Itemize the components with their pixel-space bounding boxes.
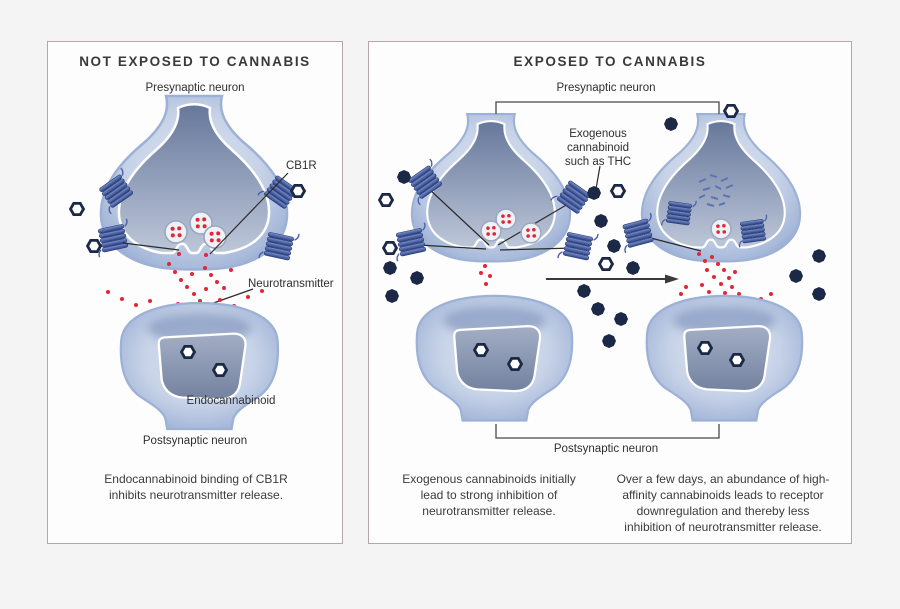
- caption-line: neurotransmitter release.: [422, 504, 556, 518]
- endocannabinoid-label: Endocannabinoid: [186, 395, 276, 407]
- caption-line: inhibition of neurotransmitter release.: [624, 520, 822, 534]
- time-arrow: [546, 274, 679, 284]
- panel-title-exposed: EXPOSED TO CANNABIS: [513, 54, 707, 69]
- postsynaptic-neuron-label: Postsynaptic neuron: [553, 443, 659, 455]
- panel-not-exposed: NOT EXPOSED TO CANNABIS Presynaptic neur…: [47, 41, 343, 544]
- receptor-fragments: [698, 174, 734, 207]
- caption-line: downregulation and thereby less: [636, 504, 810, 518]
- caption-line: lead to strong inhibition of: [420, 488, 558, 502]
- presynaptic-bracket: [495, 101, 720, 114]
- label-line: Exogenous: [569, 128, 627, 140]
- synapse-illustration-unexposed: [69, 94, 306, 545]
- synapse-downregulated: [616, 112, 802, 421]
- cb1r-label: CB1R: [286, 160, 317, 172]
- caption-line: Exogenous cannabinoids initially: [402, 472, 576, 486]
- postsynaptic-neuron-label: Postsynaptic neuron: [142, 435, 248, 447]
- exogenous-cannabinoid-label: Exogenous cannabinoid such as THC: [548, 127, 648, 169]
- caption-line: inhibits neurotransmitter release.: [108, 488, 284, 502]
- neurotransmitter-label: Neurotransmitter: [248, 278, 334, 290]
- caption-line: affinity cannabinoids leads to receptor: [622, 488, 824, 502]
- synapse-initial: [390, 112, 599, 421]
- synapse-illustration-exposed: [378, 101, 826, 439]
- thc-pointer-line: [595, 165, 601, 190]
- postsynaptic-bracket: [495, 424, 720, 439]
- caption-unexposed: Endocannabinoid binding of CB1R inhibits…: [76, 471, 316, 503]
- presynaptic-neuron-label: Presynaptic neuron: [145, 82, 245, 94]
- caption-line: Over a few days, an abundance of high-: [616, 472, 830, 486]
- label-line: such as THC: [564, 156, 632, 168]
- caption-initial-exposure: Exogenous cannabinoids initially lead to…: [378, 471, 600, 519]
- presynaptic-neuron-label: Presynaptic neuron: [556, 82, 656, 94]
- panel-exposed: EXPOSED TO CANNABIS Presynaptic neuron E…: [368, 41, 852, 544]
- label-line: cannabinoid: [566, 142, 630, 154]
- neurotransmitter-dots: [479, 264, 492, 286]
- panel-title-not-exposed: NOT EXPOSED TO CANNABIS: [79, 54, 311, 69]
- caption-line: Endocannabinoid binding of CB1R: [104, 472, 288, 486]
- annotation-lines: [495, 101, 720, 439]
- caption-downregulation: Over a few days, an abundance of high- a…: [585, 471, 861, 535]
- postsynaptic-neuron-shape: [121, 303, 278, 429]
